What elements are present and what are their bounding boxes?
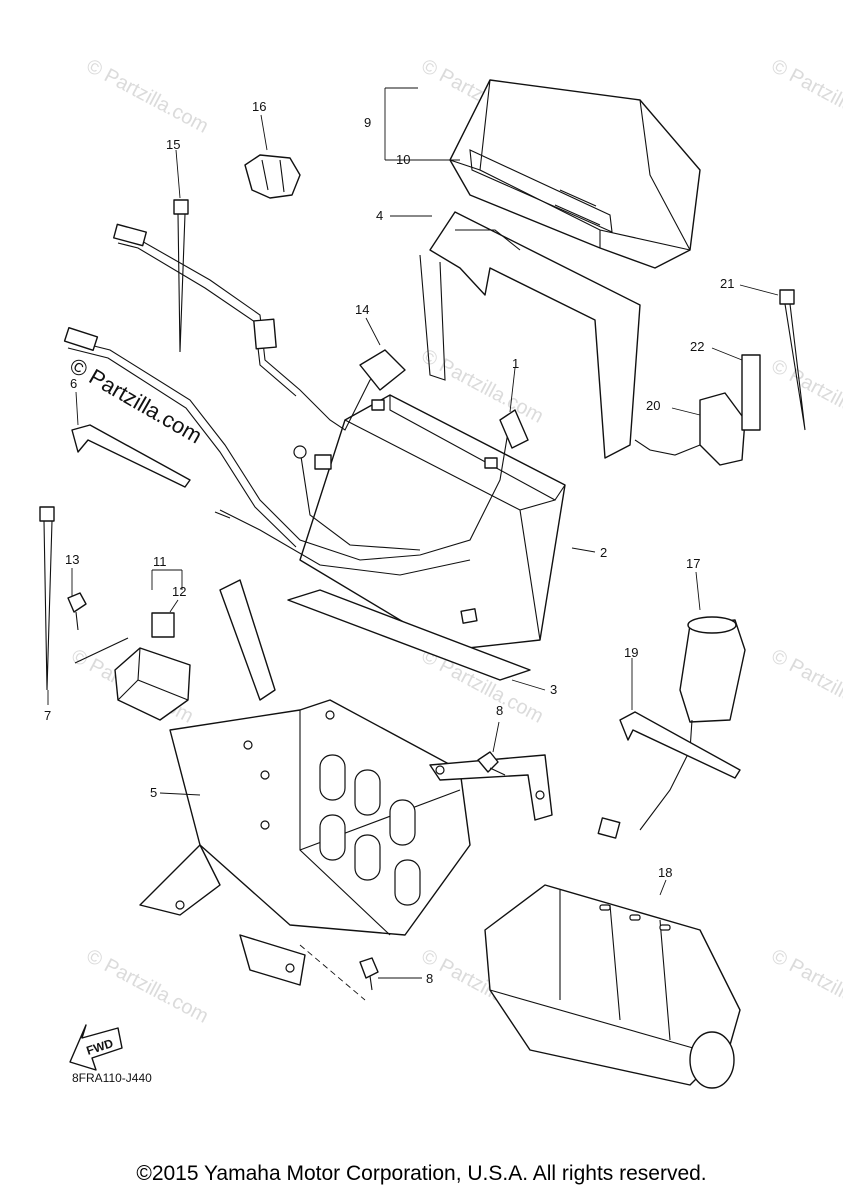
callout-6: 6 (70, 376, 77, 391)
callout-20: 20 (646, 398, 660, 413)
cable-clip-6 (71, 424, 191, 488)
cable-tie-7 (39, 506, 55, 691)
callout-21: 21 (720, 276, 734, 291)
diagram-code: 8FRA110-J440 (72, 1071, 152, 1085)
callout-5: 5 (150, 785, 157, 800)
bolts (299, 751, 506, 1001)
watermark: © Partzilla.com (768, 55, 843, 138)
callout-3: 3 (550, 682, 557, 697)
callout-12: 12 (172, 584, 186, 599)
battery-cables (63, 223, 529, 576)
callout-16: 16 (252, 99, 266, 114)
battery-pad (287, 589, 531, 681)
callout-13: 13 (65, 552, 79, 567)
forward-arrow-icon: FWD (69, 1024, 123, 1071)
callout-8: 8 (426, 971, 433, 986)
cable-clamp (244, 154, 301, 199)
callout-18: 18 (658, 865, 672, 880)
dc-socket (597, 616, 746, 839)
copyright-notice: ©2015 Yamaha Motor Corporation, U.S.A. A… (136, 1162, 707, 1185)
callout-4: 4 (376, 208, 383, 223)
callout-14: 14 (355, 302, 369, 317)
watermark: © Partzilla.com (83, 55, 212, 138)
callouts: 1 2 3 4 5 6 7 8 8 9 10 11 12 13 14 15 16… (44, 99, 734, 986)
battery-box (139, 579, 553, 986)
callout-2: 2 (600, 545, 607, 560)
callout-8: 8 (496, 703, 503, 718)
callout-22: 22 (690, 339, 704, 354)
relay-assembly (67, 592, 191, 721)
callout-19: 19 (624, 645, 638, 660)
callout-17: 17 (686, 556, 700, 571)
callout-11: 11 (153, 554, 167, 569)
battery (299, 394, 566, 651)
watermark: © Partzilla.com (768, 645, 843, 728)
callout-10: 10 (396, 152, 410, 167)
switch-assembly (634, 289, 806, 466)
watermark: © Partzilla.com (768, 355, 843, 438)
callout-7: 7 (44, 708, 51, 723)
callout-15: 15 (166, 137, 180, 152)
watermark: © Partzilla.com (418, 345, 547, 428)
watermark: © Partzilla.com (768, 945, 843, 1028)
callout-1: 1 (512, 356, 519, 371)
callout-9: 9 (364, 115, 371, 130)
battery-band (419, 211, 641, 459)
leader-lines (47, 87, 779, 979)
heat-shield (484, 884, 741, 1089)
battery-cover (449, 79, 701, 269)
watermark: © Partzilla.com (83, 945, 212, 1028)
cable-tie-15 (173, 199, 189, 353)
